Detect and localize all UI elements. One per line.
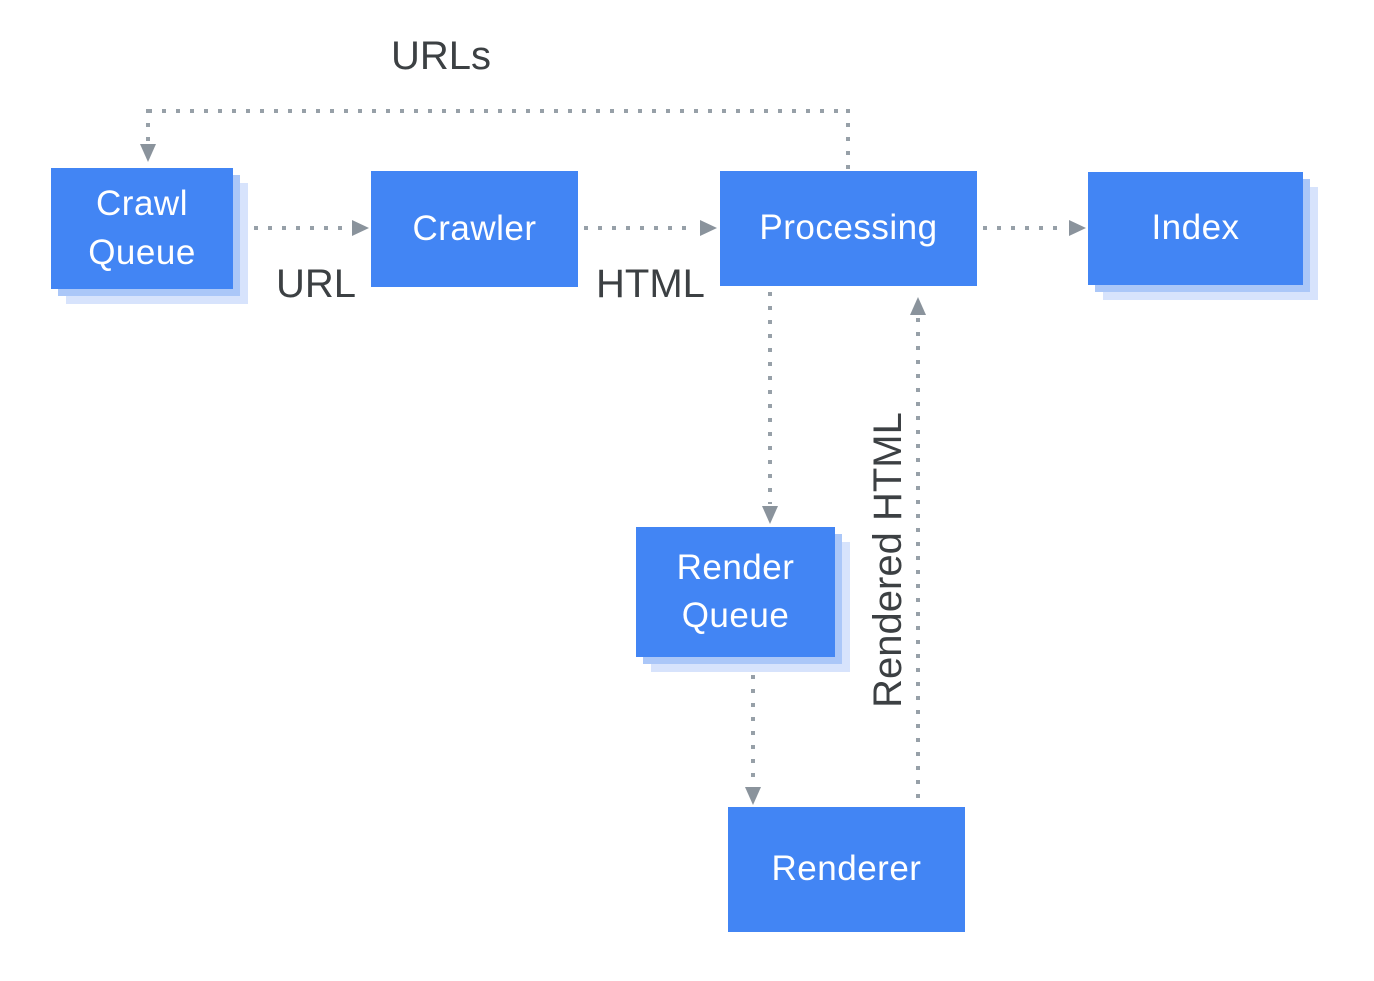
node-crawl-queue: Crawl Queue <box>51 168 233 289</box>
node-index: Index <box>1088 172 1303 285</box>
edge-label-html: HTML <box>596 262 705 306</box>
connector-crawlqueue-to-crawler <box>254 226 352 230</box>
connector-crawler-to-processing <box>584 226 696 230</box>
connector-renderer-to-processing <box>916 318 920 807</box>
node-processing: Processing <box>720 171 977 286</box>
arrowhead-up-into-processing-icon <box>910 297 926 315</box>
arrowhead-down-into-crawl-queue-icon <box>140 144 156 162</box>
edge-label-url: URL <box>276 262 357 306</box>
edge-label-urls: URLs <box>391 34 492 78</box>
connector-processing-to-crawlqueue-right-rise <box>846 109 850 171</box>
connector-processing-to-crawlqueue-left-drop <box>146 109 150 143</box>
arrowhead-down-into-render-queue-icon <box>762 506 778 524</box>
arrowhead-right-into-crawler-icon <box>352 220 369 236</box>
arrowhead-right-into-index-icon <box>1069 220 1086 236</box>
arrowhead-down-into-renderer-icon <box>745 787 761 805</box>
connector-renderqueue-to-renderer <box>751 661 755 785</box>
node-render-queue: Render Queue <box>636 527 835 657</box>
connector-processing-to-renderqueue <box>768 292 772 504</box>
arrowhead-right-into-processing-icon <box>700 220 717 236</box>
node-crawler: Crawler <box>371 171 578 287</box>
node-renderer: Renderer <box>728 807 965 932</box>
connector-processing-to-crawlqueue-horizontal <box>148 109 848 113</box>
edge-label-rendered-html: Rendered HTML <box>866 412 910 708</box>
connector-processing-to-index <box>983 226 1067 230</box>
